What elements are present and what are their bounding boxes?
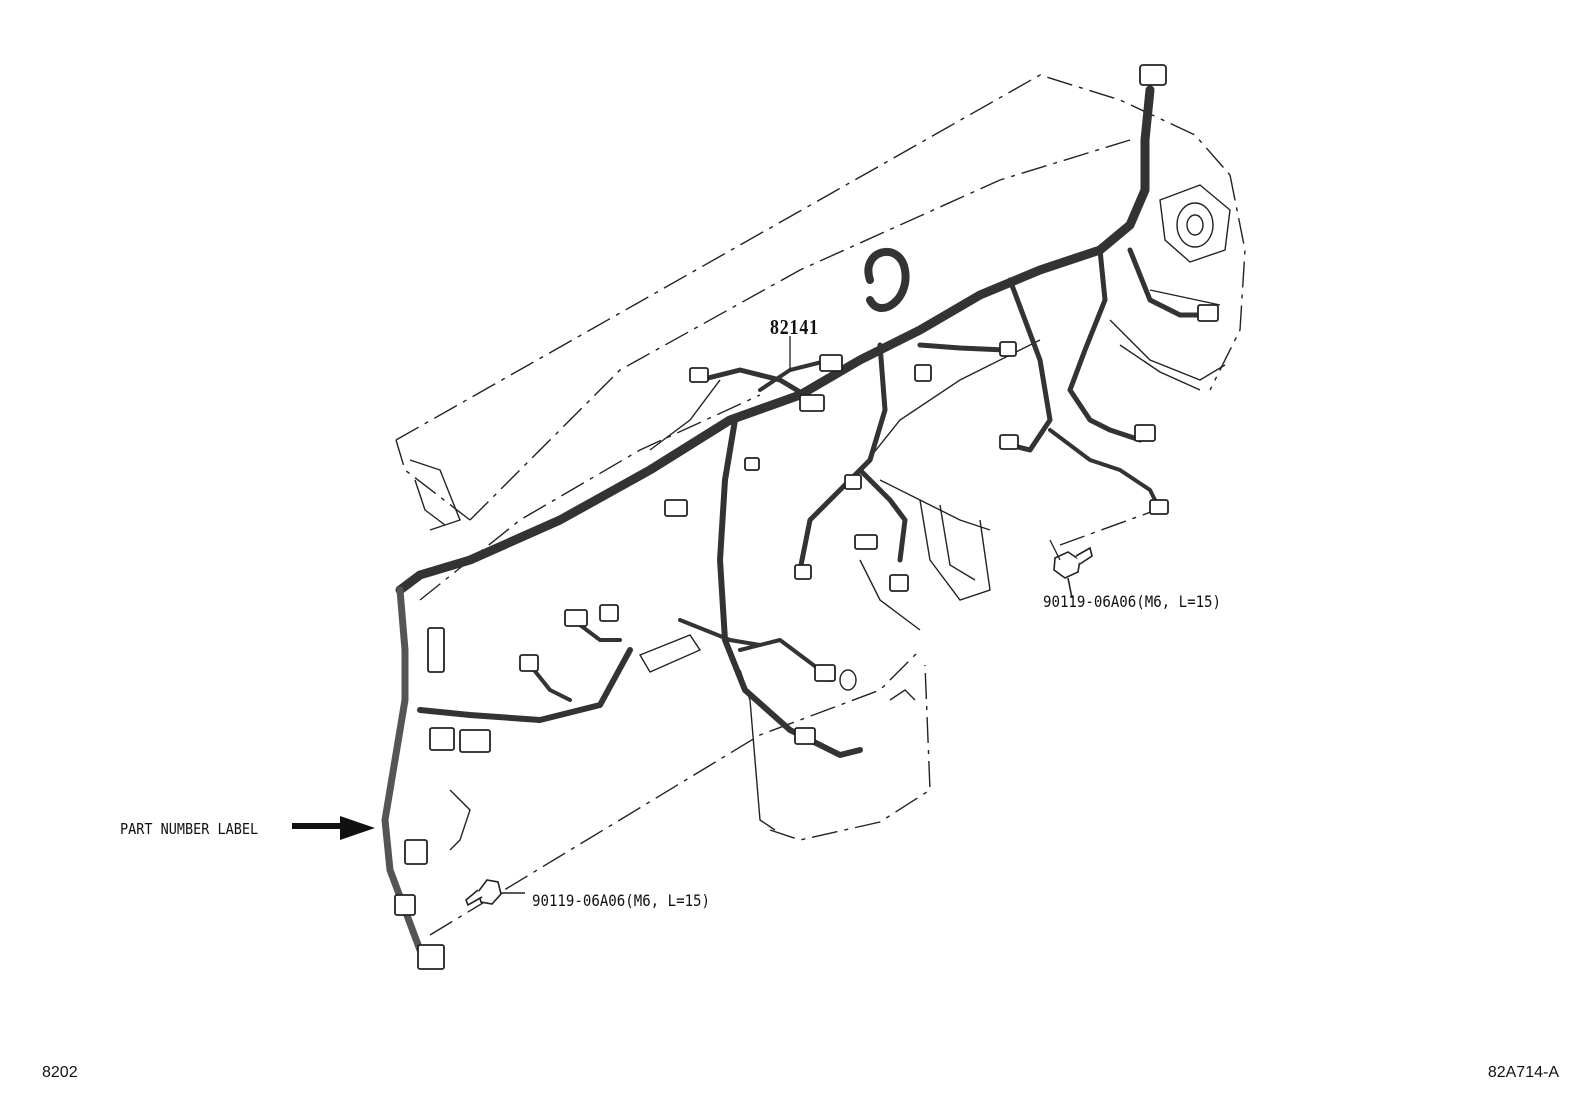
instrument-panel-body: [409, 184, 1231, 851]
instrument-panel-outline: [395, 74, 1246, 936]
leader-lines: [789, 336, 1061, 561]
part-number-arrow-icon: [292, 816, 375, 840]
bolt-left-label: 90119-06A06(M6, L=15): [532, 891, 711, 910]
bolt-right-label: 90119-06A06(M6, L=15): [1043, 592, 1222, 611]
part-number-82141: 82141: [770, 315, 819, 339]
harness-connectors: [394, 64, 1219, 970]
part-number-label-text: PART NUMBER LABEL: [120, 820, 259, 838]
footer-right-code: 82A714-A: [1487, 1064, 1559, 1081]
bolt-right-icon: [1053, 546, 1093, 599]
wire-harness-trunk: [381, 85, 1208, 954]
footer-left-code: 8202: [42, 1064, 78, 1081]
bolt-left-icon: [465, 879, 525, 907]
